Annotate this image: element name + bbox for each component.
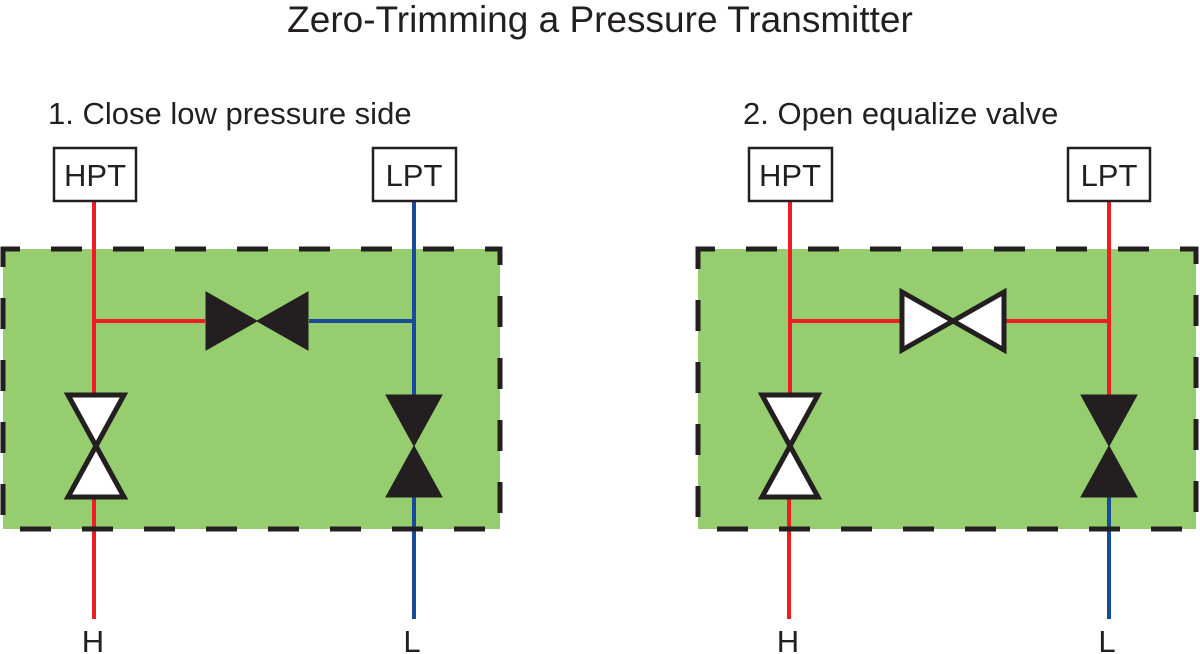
hpt-tag-label: HPT	[64, 158, 126, 193]
low-block-valve[interactable]	[385, 394, 443, 498]
low-end-label: L	[403, 624, 420, 654]
low-block-valve[interactable]	[1080, 394, 1138, 498]
valve-triangle-1	[899, 287, 959, 355]
valve-triangle-2	[1080, 444, 1138, 498]
lpt-tag-box	[1066, 146, 1152, 203]
manifold-dashed-border	[695, 246, 1199, 532]
step-label: 1. Close low pressure side	[48, 96, 412, 131]
valve-triangle-2	[63, 440, 129, 500]
hpt-tag-box	[747, 146, 834, 203]
lpt-tag-label: LPT	[1081, 158, 1138, 193]
panel-open-equalize: 2. Open equalize valve HPT LPT H L	[695, 96, 1199, 654]
lpt-tag-box	[371, 146, 458, 203]
diagram-title: Zero-Trimming a Pressure Transmitter	[287, 0, 913, 40]
hpt-tag-label: HPT	[759, 158, 821, 193]
valve-triangle-1	[1080, 394, 1138, 448]
lpt-tag: LPT	[1066, 146, 1152, 203]
valve-triangle-1	[757, 392, 823, 452]
hpt-tag: HPT	[52, 146, 138, 203]
equalize-valve[interactable]	[205, 291, 309, 351]
lpt-tag: LPT	[371, 146, 458, 203]
valve-triangle-2	[255, 291, 309, 351]
valve-triangle-2	[947, 287, 1007, 355]
high-block-valve[interactable]	[63, 392, 129, 500]
panel-close-low-side: 1. Close low pressure side HPT LPT H L	[0, 96, 503, 654]
valve-triangle-2	[385, 444, 443, 498]
valve-triangle-1	[205, 291, 259, 351]
hpt-tag-box	[52, 146, 138, 203]
step-label: 2. Open equalize valve	[743, 96, 1058, 131]
high-end-label: H	[82, 624, 104, 654]
valve-triangle-1	[385, 394, 443, 448]
hpt-tag: HPT	[747, 146, 834, 203]
low-end-label: L	[1098, 624, 1115, 654]
valve-triangle-2	[757, 440, 823, 500]
high-end-label: H	[777, 624, 799, 654]
high-block-valve[interactable]	[757, 392, 823, 500]
valve-triangle-1	[63, 392, 129, 452]
manifold-dashed-border	[0, 246, 503, 532]
equalize-valve[interactable]	[899, 287, 1007, 355]
lpt-tag-label: LPT	[386, 158, 443, 193]
